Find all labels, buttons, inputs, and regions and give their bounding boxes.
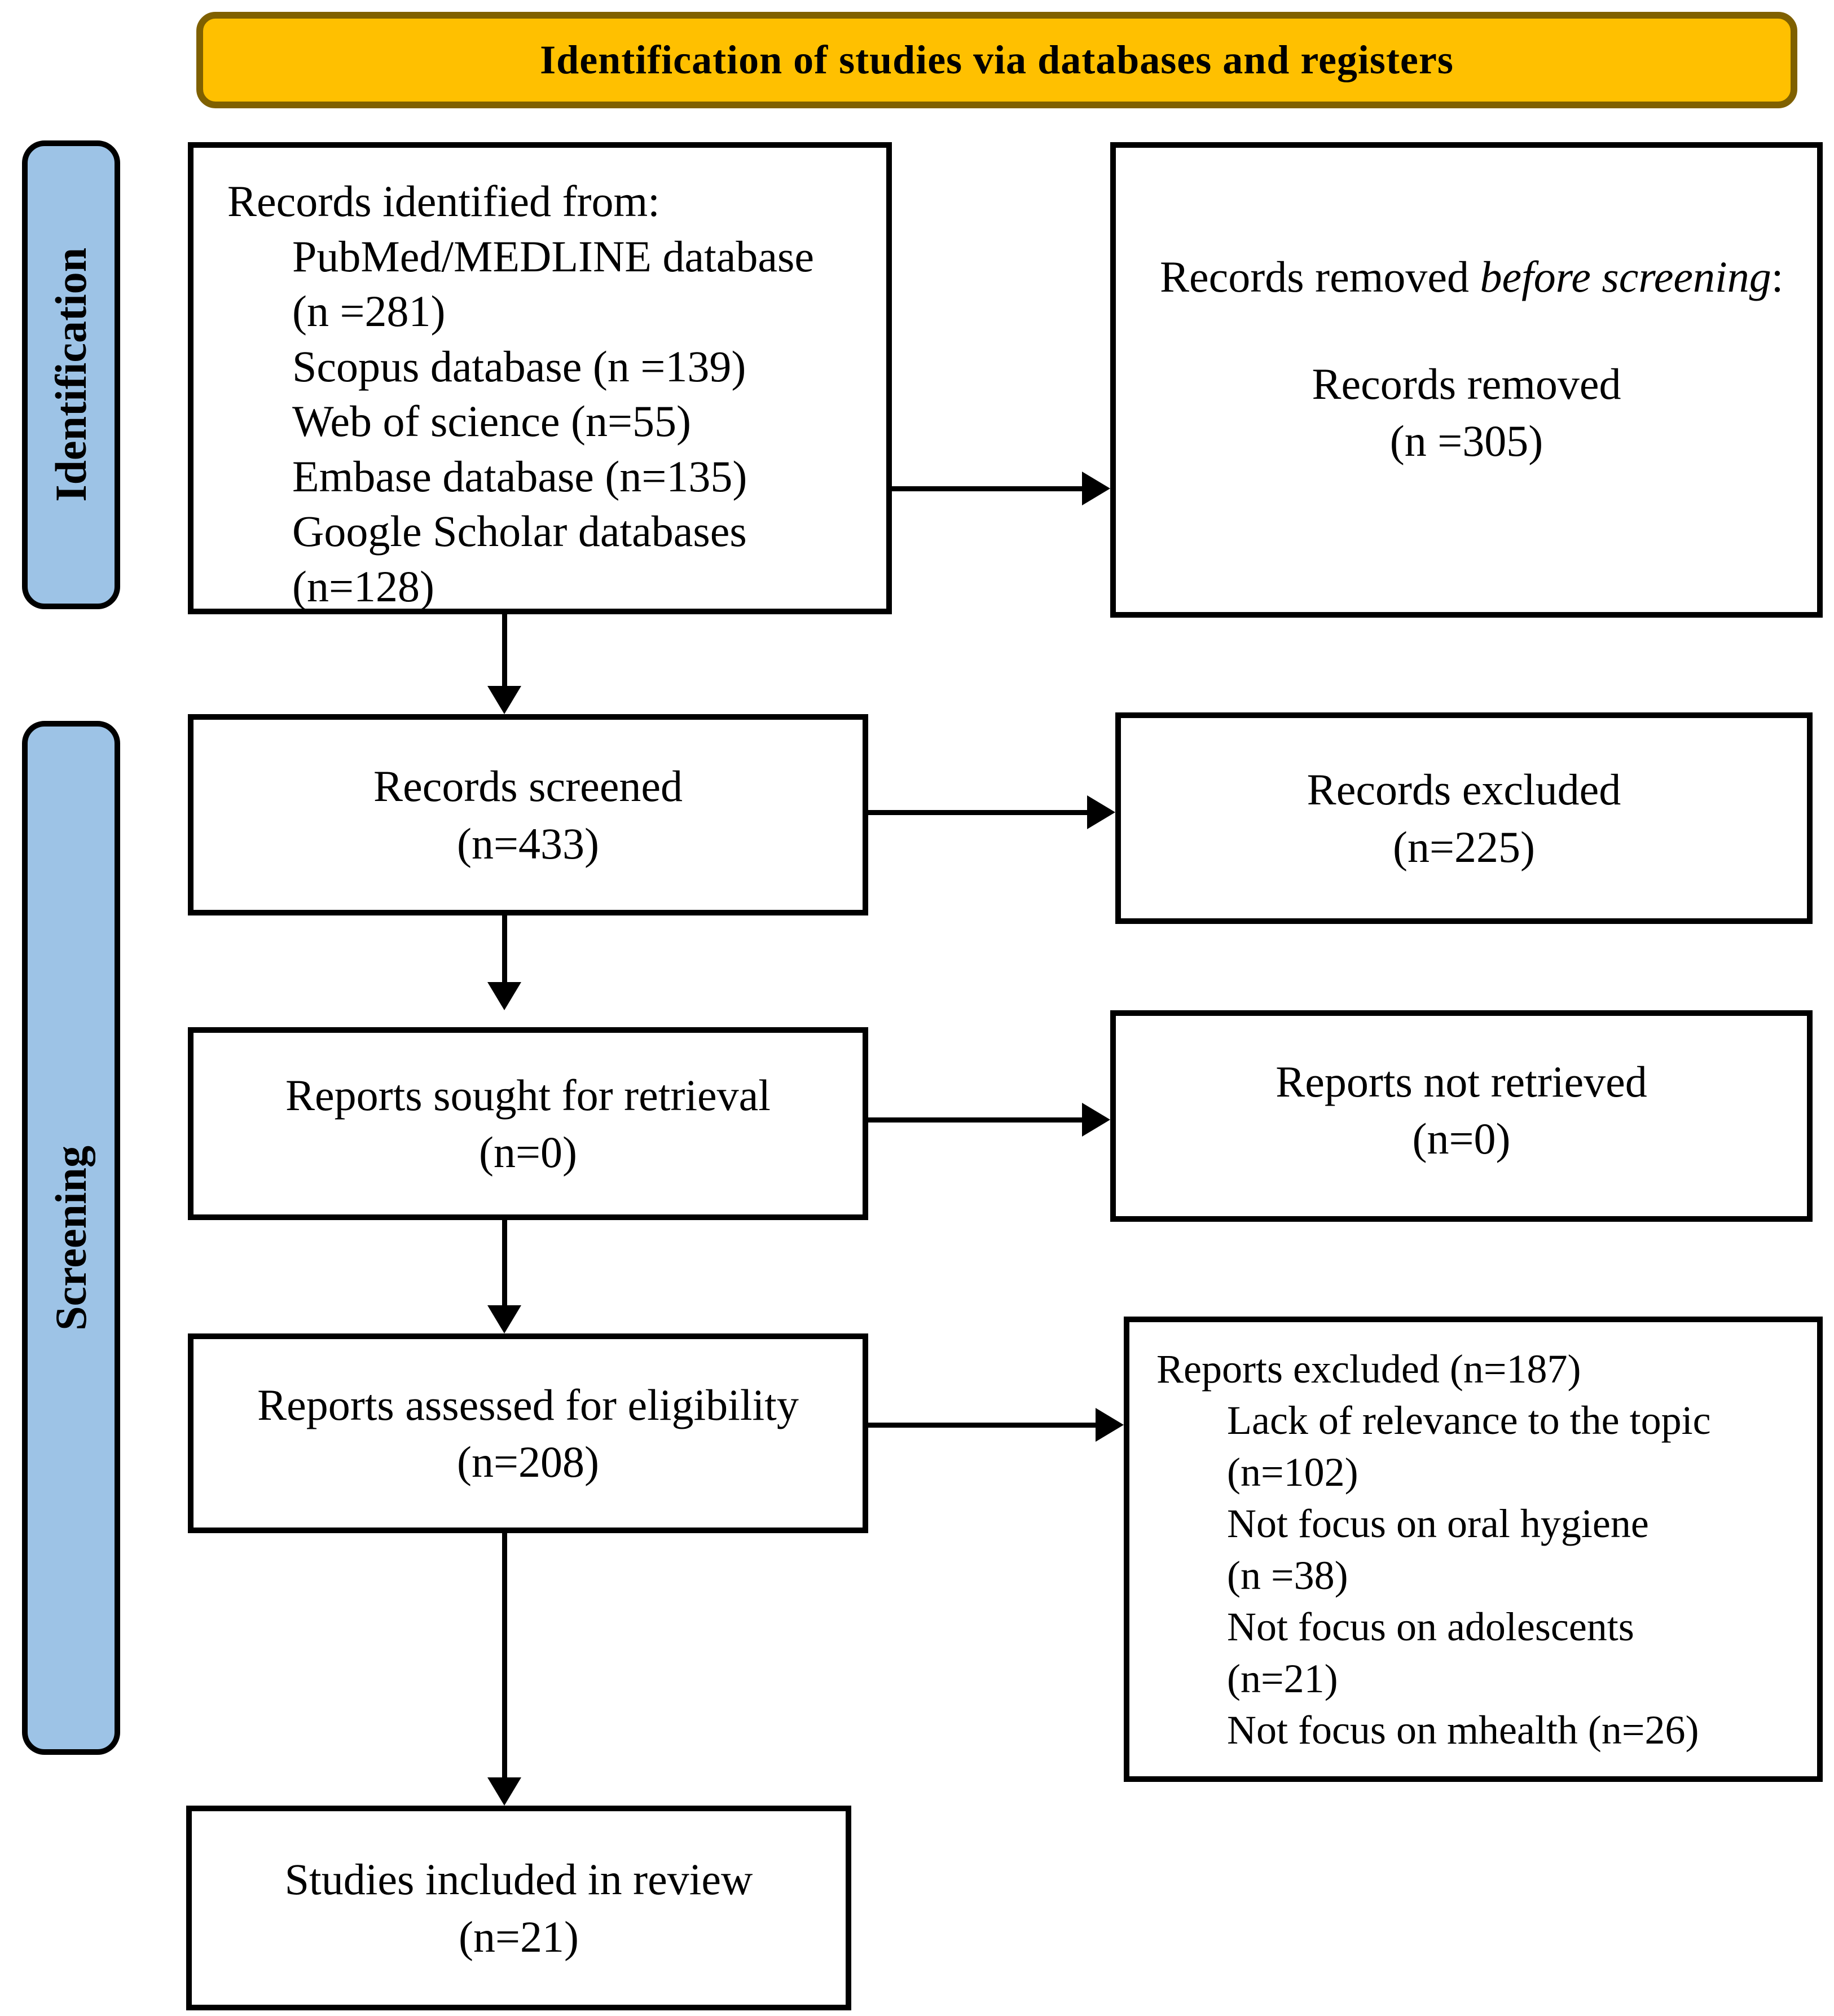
box-line: Reports not retrieved [1276, 1057, 1647, 1106]
arrowhead-right-icon [1082, 472, 1110, 505]
box-line: (n =281) [292, 287, 446, 336]
box-reports-excluded: Reports excluded (n=187) Lack of relevan… [1124, 1317, 1823, 1782]
box-reports-assessed: Reports assessed for eligibility (n=208) [188, 1333, 868, 1533]
removed-italic: before screening [1480, 252, 1771, 301]
box-line: (n=0) [1412, 1114, 1511, 1164]
box-line: Records removed before screening: [1116, 249, 1817, 305]
box-line-group: Records removed (n =305) [1116, 355, 1817, 470]
box-reports-not-retrieved: Reports not retrieved (n=0) [1110, 1010, 1813, 1222]
arrowhead-right-icon [1087, 795, 1115, 829]
arrowhead-right-icon [1082, 1103, 1110, 1137]
box-line: (n=208) [457, 1437, 599, 1486]
box-line: Records excluded [1307, 765, 1621, 815]
box-line: (n=21) [1227, 1656, 1338, 1701]
box-line: (n =305) [1389, 416, 1543, 465]
box-line: Not focus on adolescents [1227, 1604, 1634, 1650]
arrow-screened-to-sought [502, 915, 507, 1000]
box-reports-sought: Reports sought for retrieval (n=0) [188, 1027, 868, 1220]
arrowhead-down-icon [487, 1305, 521, 1333]
box-line: (n=225) [1393, 822, 1535, 871]
arrow-sought-to-assessed [502, 1220, 507, 1306]
arrow-assessed-to-included [502, 1533, 507, 1779]
arrowhead-down-icon [487, 686, 521, 714]
box-line: Reports excluded (n=187) [1156, 1346, 1581, 1392]
box-line: (n =38) [1227, 1552, 1348, 1598]
box-line: Web of science (n=55) [292, 397, 691, 446]
box-line: (n=102) [1227, 1449, 1358, 1495]
box-line: Not focus on oral hygiene [1227, 1501, 1649, 1547]
box-records-removed: Records removed before screening: Record… [1110, 142, 1823, 618]
box-line: Reports sought for retrieval [285, 1070, 771, 1120]
box-line: Records identified from: [227, 177, 660, 226]
box-records-identified: Records identified from: PubMed/MEDLINE … [188, 142, 892, 614]
arrow-assessed-to-reports-excluded [868, 1423, 1097, 1428]
box-line: Embase database (n=135) [292, 451, 747, 501]
box-line: Reports assessed for eligibility [257, 1380, 799, 1429]
box-line: Not focus on mhealth (n=26) [1227, 1707, 1699, 1753]
box-line: Studies included in review [284, 1855, 753, 1904]
sidebar-identification-label: Identification [46, 248, 95, 502]
diagram-title: Identification of studies via databases … [540, 37, 1454, 82]
box-line: Records screened [373, 761, 683, 811]
box-line: Google Scholar databases [292, 507, 747, 556]
box-line: (n=0) [479, 1128, 577, 1177]
arrow-screened-to-excluded [868, 810, 1088, 815]
box-line: (n=128) [292, 561, 434, 611]
arrowhead-down-icon [487, 982, 521, 1010]
removed-suffix: : [1771, 252, 1784, 301]
box-line: Records removed [1312, 359, 1621, 408]
arrowhead-down-icon [487, 1777, 521, 1806]
arrow-identified-to-screened [502, 614, 507, 687]
box-line: PubMed/MEDLINE database [292, 231, 814, 281]
box-line: (n=433) [457, 818, 599, 868]
box-records-excluded: Records excluded (n=225) [1115, 712, 1813, 924]
arrow-sought-to-not-retrieved [868, 1117, 1083, 1123]
box-line: Lack of relevance to the topic [1227, 1398, 1711, 1443]
removed-prefix: Records removed [1160, 252, 1480, 301]
arrow-identified-to-removed [892, 486, 1083, 491]
sidebar-screening-label: Screening [46, 1145, 95, 1331]
title-banner: Identification of studies via databases … [196, 12, 1797, 108]
sidebar-screening: Screening [22, 721, 120, 1755]
box-studies-included: Studies included in review (n=21) [186, 1806, 851, 2010]
sidebar-identification: Identification [22, 140, 120, 609]
box-records-screened: Records screened (n=433) [188, 714, 868, 915]
arrowhead-right-icon [1096, 1408, 1124, 1442]
box-line: (n=21) [459, 1912, 579, 1961]
box-line: Scopus database (n =139) [292, 341, 746, 391]
